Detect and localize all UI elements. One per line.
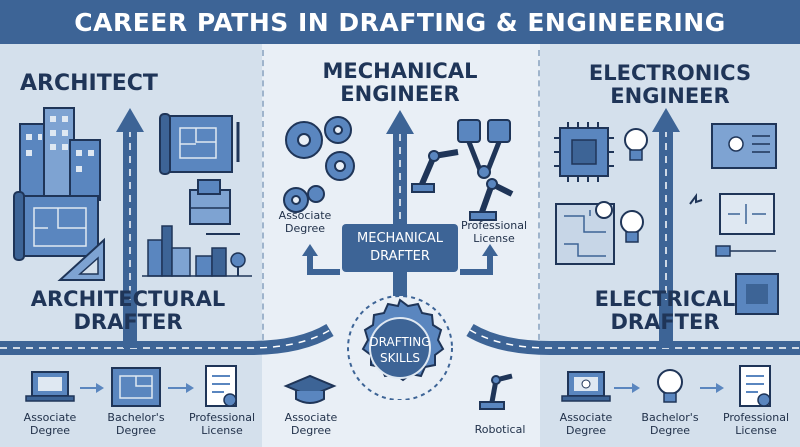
right-step-arrowhead-1 [632, 383, 640, 393]
mech-license-line1: Professional [460, 219, 528, 232]
mid-associate-degree: Associate Degree [276, 411, 346, 437]
certificate-icon [205, 365, 237, 407]
mechanical-engineer-label-2: ENGINEER [340, 82, 460, 106]
robot-arm-icon [411, 149, 459, 193]
road-left-dash [0, 329, 331, 349]
right-step-license-line2: License [735, 423, 777, 437]
building-icon [19, 107, 101, 201]
mech-associate-line1: Associate [278, 209, 332, 222]
left-step-associate-line1: Associate [23, 411, 77, 424]
bulb-icon [657, 369, 683, 403]
graduation-cap-icon [283, 374, 337, 404]
arrow-electronics-head [652, 108, 680, 132]
left-step-associate: Associate Degree [12, 411, 88, 437]
battery-icon [715, 245, 776, 257]
mechanical-drafter-line1: MECHANICAL [357, 231, 443, 247]
mechanical-icons [283, 116, 514, 221]
electrical-drafter-label-1: ELECTRICAL [594, 287, 736, 311]
arrow-associate-branch-head [302, 244, 318, 256]
left-step-bachelors: Bachelor's Degree [98, 411, 174, 437]
mech-license-line2: License [473, 231, 515, 245]
floor-plan-icon [13, 191, 99, 261]
microchip-icon [554, 122, 614, 182]
left-step-arrowhead-2 [186, 383, 194, 393]
divider-left [262, 50, 264, 350]
right-step-associate: Associate Degree [548, 411, 624, 437]
architectural-drafter-label-1: ARCHITECTURAL [30, 287, 226, 311]
right-step-license-line1: Professional [722, 411, 790, 424]
small-gears-icon [283, 185, 325, 213]
divider-right [538, 50, 540, 350]
electrical-drafter-label-2: DRAFTER [610, 310, 720, 334]
gear-outline [347, 295, 453, 400]
left-step-arrowhead-1 [96, 383, 104, 393]
city-skyline-icon [142, 225, 252, 277]
arrow-mechanical-head [386, 110, 414, 134]
mech-associate-degree: Associate Degree [270, 209, 340, 235]
robotic-arm-icon [479, 373, 513, 410]
control-panel-icon [711, 123, 777, 169]
arrow-architect-head [116, 108, 144, 132]
right-step-bachelors-line2: Degree [649, 423, 691, 437]
laptop-icon [25, 371, 75, 402]
right-step-license: Professional License [716, 411, 796, 437]
mid-associate-line1: Associate [284, 411, 338, 424]
blueprint-icon [111, 367, 161, 407]
light-bulb-icon-2 [595, 201, 644, 243]
bottom-step-icons [25, 365, 771, 410]
drawing-board-icon [189, 179, 240, 235]
drafting-skills-line1: DRAFTING [369, 335, 431, 349]
gears-icon [285, 116, 355, 181]
arrow-associate-branch [307, 254, 340, 275]
left-step-license-line1: Professional [188, 411, 256, 424]
architect-icons [13, 107, 252, 281]
license-certificate-icon [739, 365, 771, 407]
right-step-arrowhead-2 [716, 383, 724, 393]
right-step-associate-line1: Associate [559, 411, 613, 424]
blueprint-roll-icon [159, 113, 240, 175]
left-step-associate-line2: Degree [29, 423, 71, 437]
left-step-license-line2: License [201, 423, 243, 437]
architect-label: ARCHITECT [20, 71, 158, 96]
mechanical-engineer-label-1: MECHANICAL [322, 59, 478, 83]
mechanical-drafter-box: MECHANICAL DRAFTER [342, 224, 458, 272]
electronics-icons [554, 122, 779, 315]
right-step-associate-line2: Degree [565, 423, 607, 437]
schematic-icon [689, 193, 775, 235]
drafting-skills-label: DRAFTING SKILLS [360, 334, 440, 366]
robotical-label: Robotical [474, 423, 526, 436]
arrow-license-branch [460, 254, 493, 275]
pistons-icon [457, 119, 511, 179]
right-step-bachelors: Bachelor's Degree [632, 411, 708, 437]
electronics-engineer-label-2: ENGINEER [610, 84, 730, 108]
laptop-bulb-icon [561, 371, 611, 402]
mid-associate-line2: Degree [290, 423, 332, 437]
left-step-bachelors-line2: Degree [115, 423, 157, 437]
title-banner: CAREER PATHS IN DRAFTING & ENGINEERING [0, 0, 800, 44]
right-step-bachelors-line1: Bachelor's [641, 411, 699, 424]
drafting-skills-line2: SKILLS [379, 351, 420, 366]
cpu-chip-icon [735, 273, 779, 315]
left-step-license: Professional License [182, 411, 262, 437]
architectural-drafter-label-2: DRAFTER [73, 310, 183, 334]
mechanical-drafter-line2: DRAFTER [370, 249, 430, 264]
light-bulb-icon [624, 128, 648, 161]
page-title: CAREER PATHS IN DRAFTING & ENGINEERING [74, 7, 726, 37]
electronics-engineer-label-1: ELECTRONICS [588, 61, 752, 85]
mech-associate-line2: Degree [284, 221, 326, 235]
gear-core [369, 317, 431, 379]
arrow-license-branch-head [482, 244, 498, 256]
road-right-dash [469, 329, 800, 349]
left-step-bachelors-line1: Bachelor's [107, 411, 165, 424]
industrial-robot-icon [469, 178, 514, 221]
set-square-icon [57, 237, 105, 281]
mech-professional-license: Professional License [456, 219, 532, 245]
drafting-skills-gear [347, 295, 453, 400]
